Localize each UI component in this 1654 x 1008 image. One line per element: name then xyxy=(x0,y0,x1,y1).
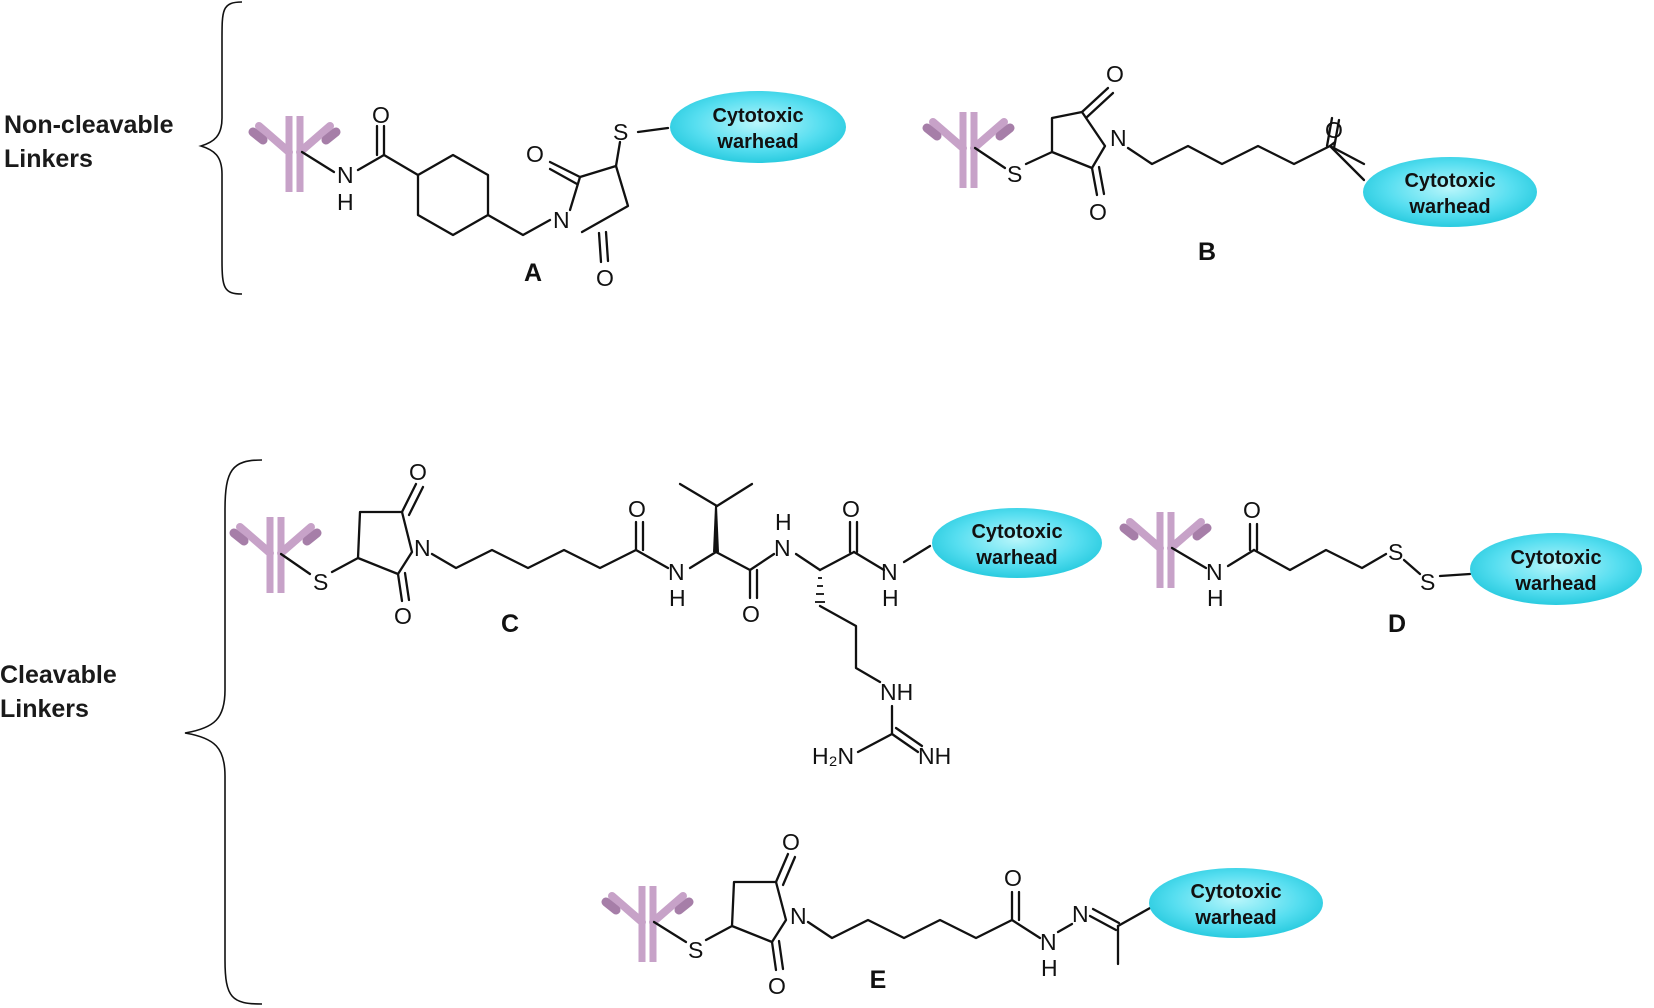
compound-d-atom-s2: S xyxy=(1420,569,1435,595)
compound-e-atom-o3: O xyxy=(1004,865,1022,891)
compound-d-atom-o: O xyxy=(1243,497,1261,523)
compound-c-atom-n4: N xyxy=(881,559,898,585)
compound-c-warhead-line2: warhead xyxy=(975,547,1057,569)
compound-a-warhead xyxy=(670,91,846,163)
compound-b-warhead xyxy=(1363,157,1537,227)
compound-a-atom-h: H xyxy=(337,189,354,215)
compound-e-atom-h: H xyxy=(1041,955,1058,981)
compound-e-antibody-icon xyxy=(606,886,689,962)
compound-c: S O O N O N H O N H xyxy=(234,459,1102,769)
compound-e-label: E xyxy=(870,966,887,994)
compound-c-atom-nh1: NH xyxy=(880,679,913,705)
compound-d-label: D xyxy=(1388,610,1406,638)
compound-a-atom-n: N xyxy=(337,162,354,188)
compound-e-atom-s: S xyxy=(688,937,703,963)
compound-c-atom-h2: H xyxy=(669,585,686,611)
compound-a-warhead-line1: Cytotoxic xyxy=(712,105,803,127)
compound-e-atom-n1: N xyxy=(790,903,807,929)
compound-a-atom-o1: O xyxy=(372,102,390,128)
compound-c-antibody-icon xyxy=(234,517,317,593)
compound-b-label: B xyxy=(1198,238,1216,266)
compound-d-atom-n: N xyxy=(1206,559,1223,585)
compound-a-label: A xyxy=(524,259,542,287)
compound-b-antibody-icon xyxy=(927,112,1010,188)
compound-b-atom-s: S xyxy=(1007,161,1022,187)
non-cleavable-label-line2: Linkers xyxy=(4,145,93,173)
compound-c-atom-o3: O xyxy=(628,496,646,522)
compound-b-atom-o1: O xyxy=(1106,61,1124,87)
compound-c-atom-n1: N xyxy=(414,535,431,561)
compound-a-atom-o3: O xyxy=(596,265,614,291)
compound-a-atom-s: S xyxy=(613,119,628,145)
compound-c-warhead-line1: Cytotoxic xyxy=(971,521,1062,543)
compound-d-warhead xyxy=(1470,533,1642,605)
compound-a-antibody-icon xyxy=(253,116,336,192)
compound-a-atom-o2: O xyxy=(526,141,544,167)
compound-e-atom-o1: O xyxy=(782,829,800,855)
compound-c-atom-s: S xyxy=(313,569,328,595)
non-cleavable-label-line1: Non-cleavable xyxy=(4,111,174,139)
compound-b-atom-n: N xyxy=(1110,125,1127,151)
compound-c-atom-o2: O xyxy=(394,603,412,629)
compound-d-atom-s1: S xyxy=(1388,539,1403,565)
compound-e-atom-n2: N xyxy=(1040,929,1057,955)
non-cleavable-brace xyxy=(198,1,243,295)
compound-b: S O O N O Cytotoxic warhead B xyxy=(927,61,1537,266)
compound-c-atom-n3: N xyxy=(774,535,791,561)
compound-b-warhead-line2: warhead xyxy=(1408,196,1490,218)
compound-b-atom-o3: O xyxy=(1325,117,1343,143)
compound-e-atom-o2: O xyxy=(768,973,786,999)
compound-b-warhead-line1: Cytotoxic xyxy=(1404,170,1495,192)
compound-c-atom-h2n: H₂N xyxy=(812,743,854,769)
compound-a-warhead-line2: warhead xyxy=(716,131,798,153)
compound-d: N H O S S Cytotoxic warhead D xyxy=(1124,497,1642,638)
non-cleavable-label: Non-cleavable Linkers xyxy=(4,108,174,176)
cleavable-label: Cleavable Linkers xyxy=(0,658,117,726)
compound-c-atom-h3: H xyxy=(775,509,792,535)
compound-b-atom-o2: O xyxy=(1089,199,1107,225)
compound-e-atom-n3: N xyxy=(1072,901,1089,927)
compound-d-antibody-icon xyxy=(1124,512,1207,588)
compound-c-atom-h4: H xyxy=(882,585,899,611)
cleavable-label-line2: Linkers xyxy=(0,695,89,723)
compound-e-warhead xyxy=(1149,868,1323,938)
compound-d-warhead-line1: Cytotoxic xyxy=(1510,547,1601,569)
compound-e-warhead-line1: Cytotoxic xyxy=(1190,881,1281,903)
compound-a: N H O N O O S Cytotoxic warhead A xyxy=(253,91,846,291)
compound-d-atom-h: H xyxy=(1207,585,1224,611)
compound-c-atom-n2: N xyxy=(668,559,685,585)
compound-e: S O O N O N H N Cytotoxic warhead E xyxy=(606,829,1323,999)
compound-c-label: C xyxy=(501,610,519,638)
compound-c-warhead xyxy=(932,508,1102,578)
compound-c-atom-nh2: NH xyxy=(918,743,951,769)
compound-c-atom-o1: O xyxy=(409,459,427,485)
compound-d-warhead-line2: warhead xyxy=(1514,573,1596,595)
compound-e-warhead-line2: warhead xyxy=(1194,907,1276,929)
compound-c-atom-o5: O xyxy=(842,496,860,522)
compound-c-atom-o4: O xyxy=(742,601,760,627)
cleavable-label-line1: Cleavable xyxy=(0,661,117,689)
cleavable-brace xyxy=(184,459,263,1005)
compound-a-atom-n2: N xyxy=(553,207,570,233)
